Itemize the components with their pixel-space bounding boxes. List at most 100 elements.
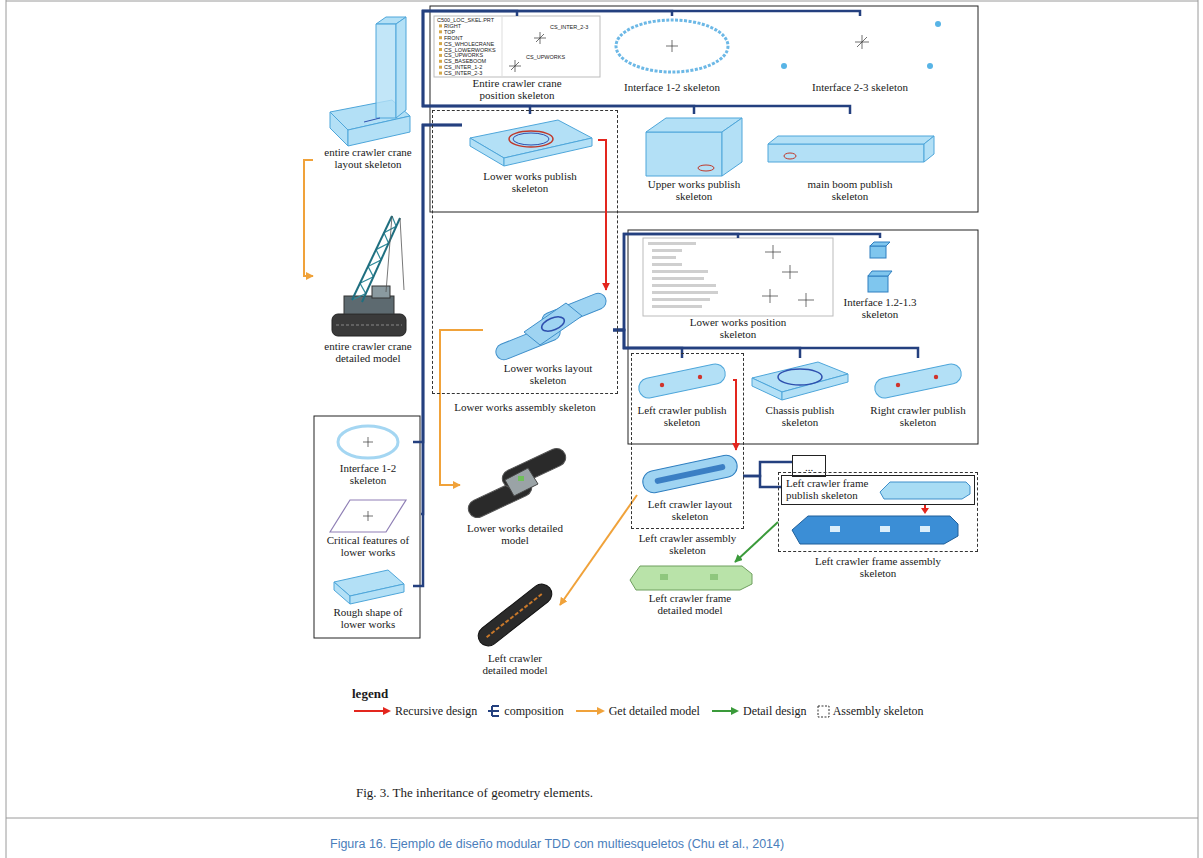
model-tree-screenshot [439,60,442,63]
screen-text: RIGHT [444,23,461,29]
screen-text: TOP [444,29,455,35]
key-item: Detail design [710,704,807,718]
interface-ring-item [338,426,398,458]
main-boom-publish-skeleton [924,136,934,162]
interface-ring-skeleton [616,20,728,72]
page-frame-line [6,818,1198,819]
interface-skeleton-figure: Interface 1.2-1.3 skeleton [835,238,925,322]
key-row: Recursive design composition Get detailed … [352,704,934,718]
detailed-model-figure: Lower works detailed model [460,450,570,548]
composition-connector [423,60,850,114]
figure-caption: Fig. 3. The inheritance of geometry elem… [356,785,593,800]
group-frame [314,6,978,638]
composition-connector [413,125,462,442]
sample-arrow [712,710,733,712]
key-heading: legend [352,686,388,701]
screen-text: CS_INTER_1-2 [444,64,482,70]
sample-arrowhead [597,707,605,715]
node-label: Left crawler publish skeleton [634,404,730,428]
crane-detailed-model [362,218,400,302]
crane-detailed-model [344,296,394,314]
node-label: Interface 1-2 skeleton [326,462,410,486]
key-sample [487,704,501,718]
node-label: Upper works publish skeleton [644,178,744,202]
frame-detailed-model [660,574,668,580]
publish-skeleton-box: Left crawler frame publish skeleton [781,475,975,505]
node-label: Right crawler publish skeleton [868,404,968,428]
lower-works-detailed-model [465,445,568,520]
position-skeleton-screenshot [770,289,771,303]
key-sample [352,705,392,717]
screen-text: CS_WHOLECRANE [444,41,494,47]
crane-detailed-model [372,286,390,298]
model-tree-screenshot [509,32,546,72]
key-sample [817,705,830,718]
model-tree-screenshot [511,62,519,70]
frame-publish-skeleton [880,482,970,499]
key-text: Recursive design [395,704,477,718]
crawler-publish-skeleton [637,362,727,400]
position-skeleton-screenshot [652,298,710,301]
frame-design-skeleton [880,526,890,532]
node-label: Lower works position skeleton [678,316,798,340]
position-skeleton-screenshot [648,242,718,308]
page-frame-line [6,0,7,858]
position-skeleton-figure: Lower works position skeleton [640,238,836,342]
composition-connector [613,234,738,330]
crawler-publish-skeleton [934,375,938,379]
interface-ring-item [368,437,369,447]
model-tree-screenshot [439,24,442,74]
critical-feature-item [363,511,373,521]
sample-arrowhead [731,707,739,715]
detailed-model-figure: Left crawler frame detailed model [625,562,755,618]
node-label: entire crawler crane layout skeleton [316,146,420,170]
composition-connector [413,125,462,586]
model-tree-screenshot [434,16,600,77]
group-frame [430,6,978,212]
key-text: Detail design [743,704,807,718]
frame-design-skeleton [920,526,930,532]
detailed-model-connector [304,160,313,276]
node-label: Left crawler frame publish skeleton [786,477,886,501]
layout-skeleton-figure: entire crawler crane layout skeleton [313,16,423,172]
key-item: composition [487,704,563,718]
sample-bracket [488,706,499,716]
key-sample [574,705,606,717]
key-item: Get detailed model [574,704,700,718]
crawler-layout-skeleton [641,453,739,494]
chassis-publish-skeleton [778,369,822,385]
sample-arrow [576,710,599,712]
screen-text: CS_UPWORKS [444,52,483,58]
left-crawler-detailed-model [474,580,556,650]
interface-ring-item [338,426,398,458]
crane-layout-skeleton [348,116,410,146]
assembly-skeleton-box: Left crawler publish skeletonLeft crawle… [631,353,744,529]
assembly-skeleton-box: Lower works publish skeletonLower works … [432,110,618,394]
composition-connector [743,462,792,476]
group-frame [628,230,978,444]
lower-works-publish-skeleton [470,138,504,166]
interface-ring-skeleton [616,20,728,72]
lower-works-publish-skeleton [513,133,549,145]
model-tree-screenshot [434,16,600,77]
position-skeleton-screenshot [762,245,814,307]
node-label: Interface 1-2 skeleton [624,81,720,93]
interface-ring-skeleton [672,40,673,52]
interface-point-skeleton [935,21,941,27]
crawler-layout-skeleton [641,453,739,494]
lower-works-detailed-model [518,476,524,481]
crane-layout-skeleton [330,112,348,146]
frame-publish-skeleton [880,482,970,499]
frame-design-skeleton [792,516,958,544]
layout-skeleton-figure: Lower works layout skeleton [483,290,613,388]
lower-works-layout-skeleton [493,291,608,362]
ellipsis-box: ... [792,455,826,477]
node-label: Rough shape of lower works [326,606,410,630]
interface-skeleton-figure: Interface 2-3 skeleton [772,16,948,95]
crane-detailed-model [332,216,406,336]
node-label: Lower works detailed model [463,522,567,546]
detailed-model-figure: Left crawler detailed model [470,580,560,678]
page-frame-line [6,1,1198,2]
